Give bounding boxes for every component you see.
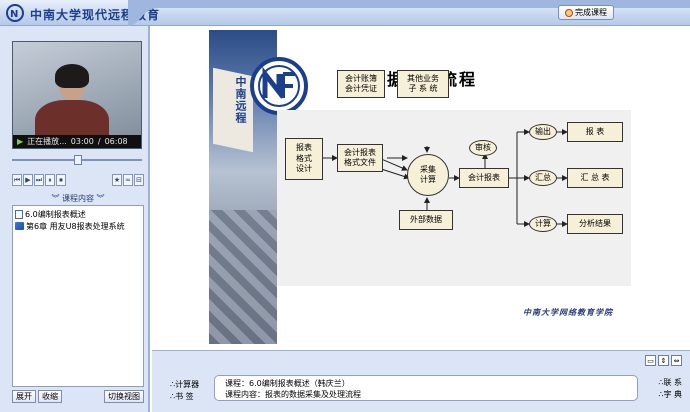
info-toolbar: ▭ ⇕ ⇔ <box>645 355 682 366</box>
tree-item[interactable]: 6.0编制报表概述 <box>15 208 141 220</box>
loop-button[interactable]: ∞ <box>123 174 133 186</box>
chevron-down-icon: ︾ <box>51 194 62 203</box>
controls-spacer <box>67 174 111 188</box>
node-report: 会计报表 <box>459 168 509 188</box>
video-player[interactable]: ▶ 正在播放... 03:00 / 06:08 <box>12 41 142 149</box>
node-output: 输出 <box>529 124 557 140</box>
node-audit: 审核 <box>469 140 497 156</box>
video-time-separator: / <box>97 137 101 146</box>
help-links: ∴联 系 ∴字 典 <box>658 377 682 401</box>
title-strip <box>150 0 690 8</box>
pause-button[interactable]: ⏸ <box>45 174 55 186</box>
finish-icon <box>565 8 573 17</box>
bullet-icon: ∴ <box>658 378 664 387</box>
video-time-total: 06:08 <box>104 137 128 146</box>
scroll-icon[interactable]: ⇕ <box>658 355 669 366</box>
slide-viewer: 中南远程 数据处理流程 <box>152 26 690 350</box>
expand-icon[interactable]: ⇔ <box>671 355 682 366</box>
video-time-current: 03:00 <box>70 137 94 146</box>
node-result-analysis: 分析结果 <box>567 214 623 234</box>
player-controls: ⏮ ▶ ⏭ ⏸ ⏹ ★ ∞ ⊟ <box>12 174 144 188</box>
dictionary-link[interactable]: ∴字 典 <box>658 390 682 399</box>
title-bar: N 中南大学现代远程教育 完成课程 <box>0 0 690 26</box>
course-content-line: 课程内容：报表的数据采集及处理流程 <box>225 390 361 399</box>
switch-view-button[interactable]: 切换视图 <box>104 390 144 403</box>
slide: 中南远程 数据处理流程 <box>209 30 636 344</box>
next-button[interactable]: ⏭ <box>34 174 44 186</box>
flowchart-arrows <box>323 129 568 227</box>
play-button[interactable]: ▶ <box>23 174 33 186</box>
node-report-file: 会计报表 格式文件 <box>337 144 383 172</box>
contact-link[interactable]: ∴联 系 <box>658 378 682 387</box>
left-pane: ▶ 正在播放... 03:00 / 06:08 ⏮ ▶ ⏭ ⏸ ⏹ ★ ∞ ⊟ … <box>0 26 150 412</box>
node-collect: 采集 计算 <box>407 154 449 196</box>
tree-buttons: 展开 收缩 切换视图 <box>12 390 144 404</box>
slide-blocks <box>209 210 277 344</box>
node-other-business: 其他业务 子 系 统 <box>397 70 449 98</box>
window-button[interactable]: ⊟ <box>134 174 144 186</box>
finish-course-label: 完成课程 <box>575 8 607 17</box>
stop-button[interactable]: ⏹ <box>56 174 66 186</box>
bookmark-link[interactable]: ∴书 签 <box>170 392 194 401</box>
node-external: 外部数据 <box>399 210 453 230</box>
previous-button[interactable]: ⏮ <box>12 174 22 186</box>
node-result-summary: 汇 总 表 <box>567 168 623 188</box>
logo-icon: N <box>6 4 24 22</box>
flowchart: 报表 格式 设计 会计报表 格式文件 会计账簿 会计凭证 其他业务 子 系 统 … <box>277 70 631 286</box>
buttons-spacer <box>64 390 102 404</box>
bullet-icon: ∴ <box>170 380 176 389</box>
tree-item-label: 第6章 用友U8报表处理系统 <box>26 221 125 231</box>
tool-links: ∴计算器 ∴书 签 <box>170 379 199 403</box>
course-info-line: 课程：6.0编制报表概述（韩庆兰） <box>225 379 350 388</box>
course-content-title: 课程内容 <box>62 194 94 203</box>
school-logo-icon <box>250 57 308 115</box>
node-calc: 计算 <box>529 216 557 232</box>
seek-thumb[interactable] <box>74 155 82 165</box>
slide-banner-text: 中南远程 <box>234 76 247 124</box>
course-info-value: 6.0编制报表概述（韩庆兰） <box>249 379 350 388</box>
chevron-down-icon: ︾ <box>94 194 105 203</box>
favorite-button[interactable]: ★ <box>112 174 122 186</box>
svg-text:N: N <box>10 9 18 20</box>
bullet-icon: ∴ <box>658 390 664 399</box>
finish-course-button[interactable]: 完成课程 <box>558 5 614 20</box>
course-content-value: 报表的数据采集及处理流程 <box>265 390 361 399</box>
playing-icon: ▶ <box>17 137 24 146</box>
course-info-box: 课程：6.0编制报表概述（韩庆兰） 课程内容：报表的数据采集及处理流程 <box>214 375 638 401</box>
book-icon <box>15 222 24 230</box>
video-status: 正在播放... <box>27 137 67 146</box>
node-report-format: 报表 格式 设计 <box>285 138 323 180</box>
course-content-header: ︾ 课程内容 ︾ <box>12 193 144 204</box>
course-tree: 6.0编制报表概述 第6章 用友U8报表处理系统 <box>12 205 144 387</box>
node-result-report: 报 表 <box>567 122 623 142</box>
video-status-bar: ▶ 正在播放... 03:00 / 06:08 <box>13 135 141 148</box>
collapse-button[interactable]: 收缩 <box>38 390 62 403</box>
window-icon[interactable]: ▭ <box>645 355 656 366</box>
node-summary: 汇总 <box>529 170 557 186</box>
bullet-icon: ∴ <box>170 392 176 401</box>
document-icon <box>15 209 23 219</box>
tree-item[interactable]: 第6章 用友U8报表处理系统 <box>15 220 141 232</box>
info-panel: ▭ ⇕ ⇔ ∴计算器 ∴书 签 课程：6.0编制报表概述（韩庆兰） 课程内容：报… <box>152 350 690 412</box>
slide-footer: 中南大学网络教育学院 <box>523 308 613 317</box>
tree-item-label: 6.0编制报表概述 <box>25 209 86 219</box>
seek-slider[interactable] <box>12 154 142 166</box>
video-presenter-hair <box>55 64 89 88</box>
calculator-link[interactable]: ∴计算器 <box>170 380 200 389</box>
node-ledger: 会计账簿 会计凭证 <box>337 70 385 98</box>
app-title: 中南大学现代远程教育 <box>30 8 161 22</box>
expand-button[interactable]: 展开 <box>12 390 36 403</box>
